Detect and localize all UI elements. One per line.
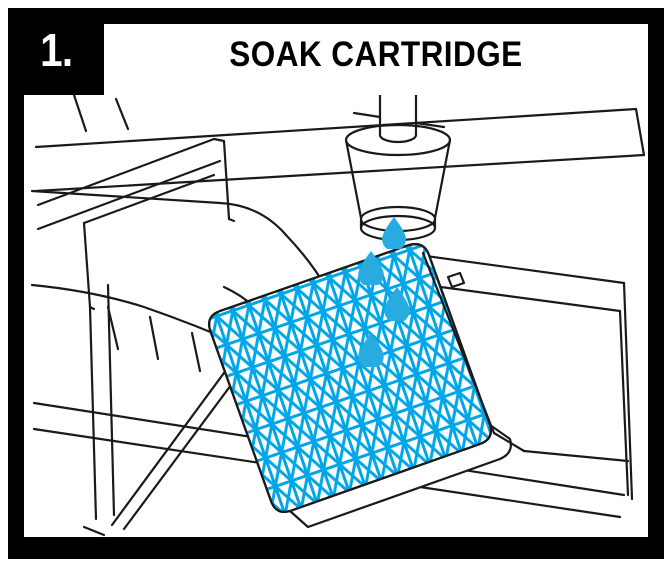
header-band: [8, 8, 664, 24]
filter-cartridge: [208, 243, 512, 529]
step-title-text: SOAK CARTRIDGE: [229, 35, 523, 74]
water-droplet-1: [382, 217, 406, 249]
step-title: SOAK CARTRIDGE: [104, 24, 648, 86]
step-number-badge: 1.: [8, 8, 104, 95]
illustration: [24, 95, 648, 537]
step-number-label: 1.: [39, 23, 73, 76]
cartridge-mesh-pattern: [209, 244, 491, 512]
